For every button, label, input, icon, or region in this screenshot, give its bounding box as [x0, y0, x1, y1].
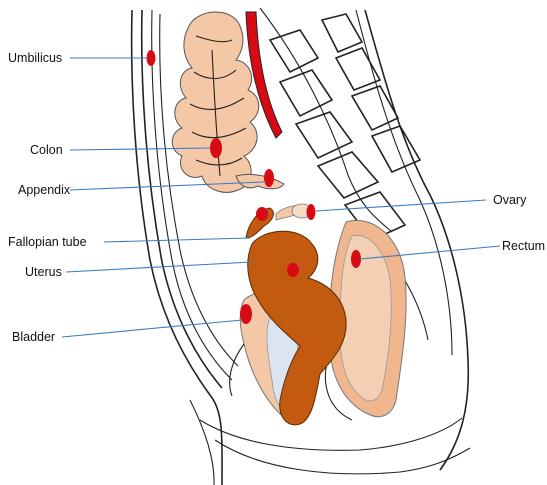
fallopian-tube-leader: [104, 238, 250, 242]
label-umbilicus: Umbilicus: [8, 51, 62, 65]
label-rectum: Rectum: [502, 239, 545, 253]
label-fallopian-tube: Fallopian tube: [8, 235, 87, 249]
ovary-leader: [316, 200, 486, 211]
label-uterus: Uterus: [25, 265, 62, 279]
rectum-marker: [351, 250, 361, 268]
appendix-marker: [264, 169, 274, 187]
label-appendix: Appendix: [18, 183, 71, 197]
uterus-marker: [287, 263, 299, 277]
uterus-leader: [66, 262, 252, 272]
ovary-marker: [307, 204, 316, 220]
label-colon: Colon: [30, 143, 63, 157]
bladder-leader: [62, 320, 242, 337]
fallopian-tube-marker: [256, 207, 268, 221]
bladder-marker: [240, 304, 252, 324]
label-bladder: Bladder: [12, 330, 55, 344]
label-ovary: Ovary: [493, 193, 527, 207]
colon-marker: [210, 138, 222, 158]
